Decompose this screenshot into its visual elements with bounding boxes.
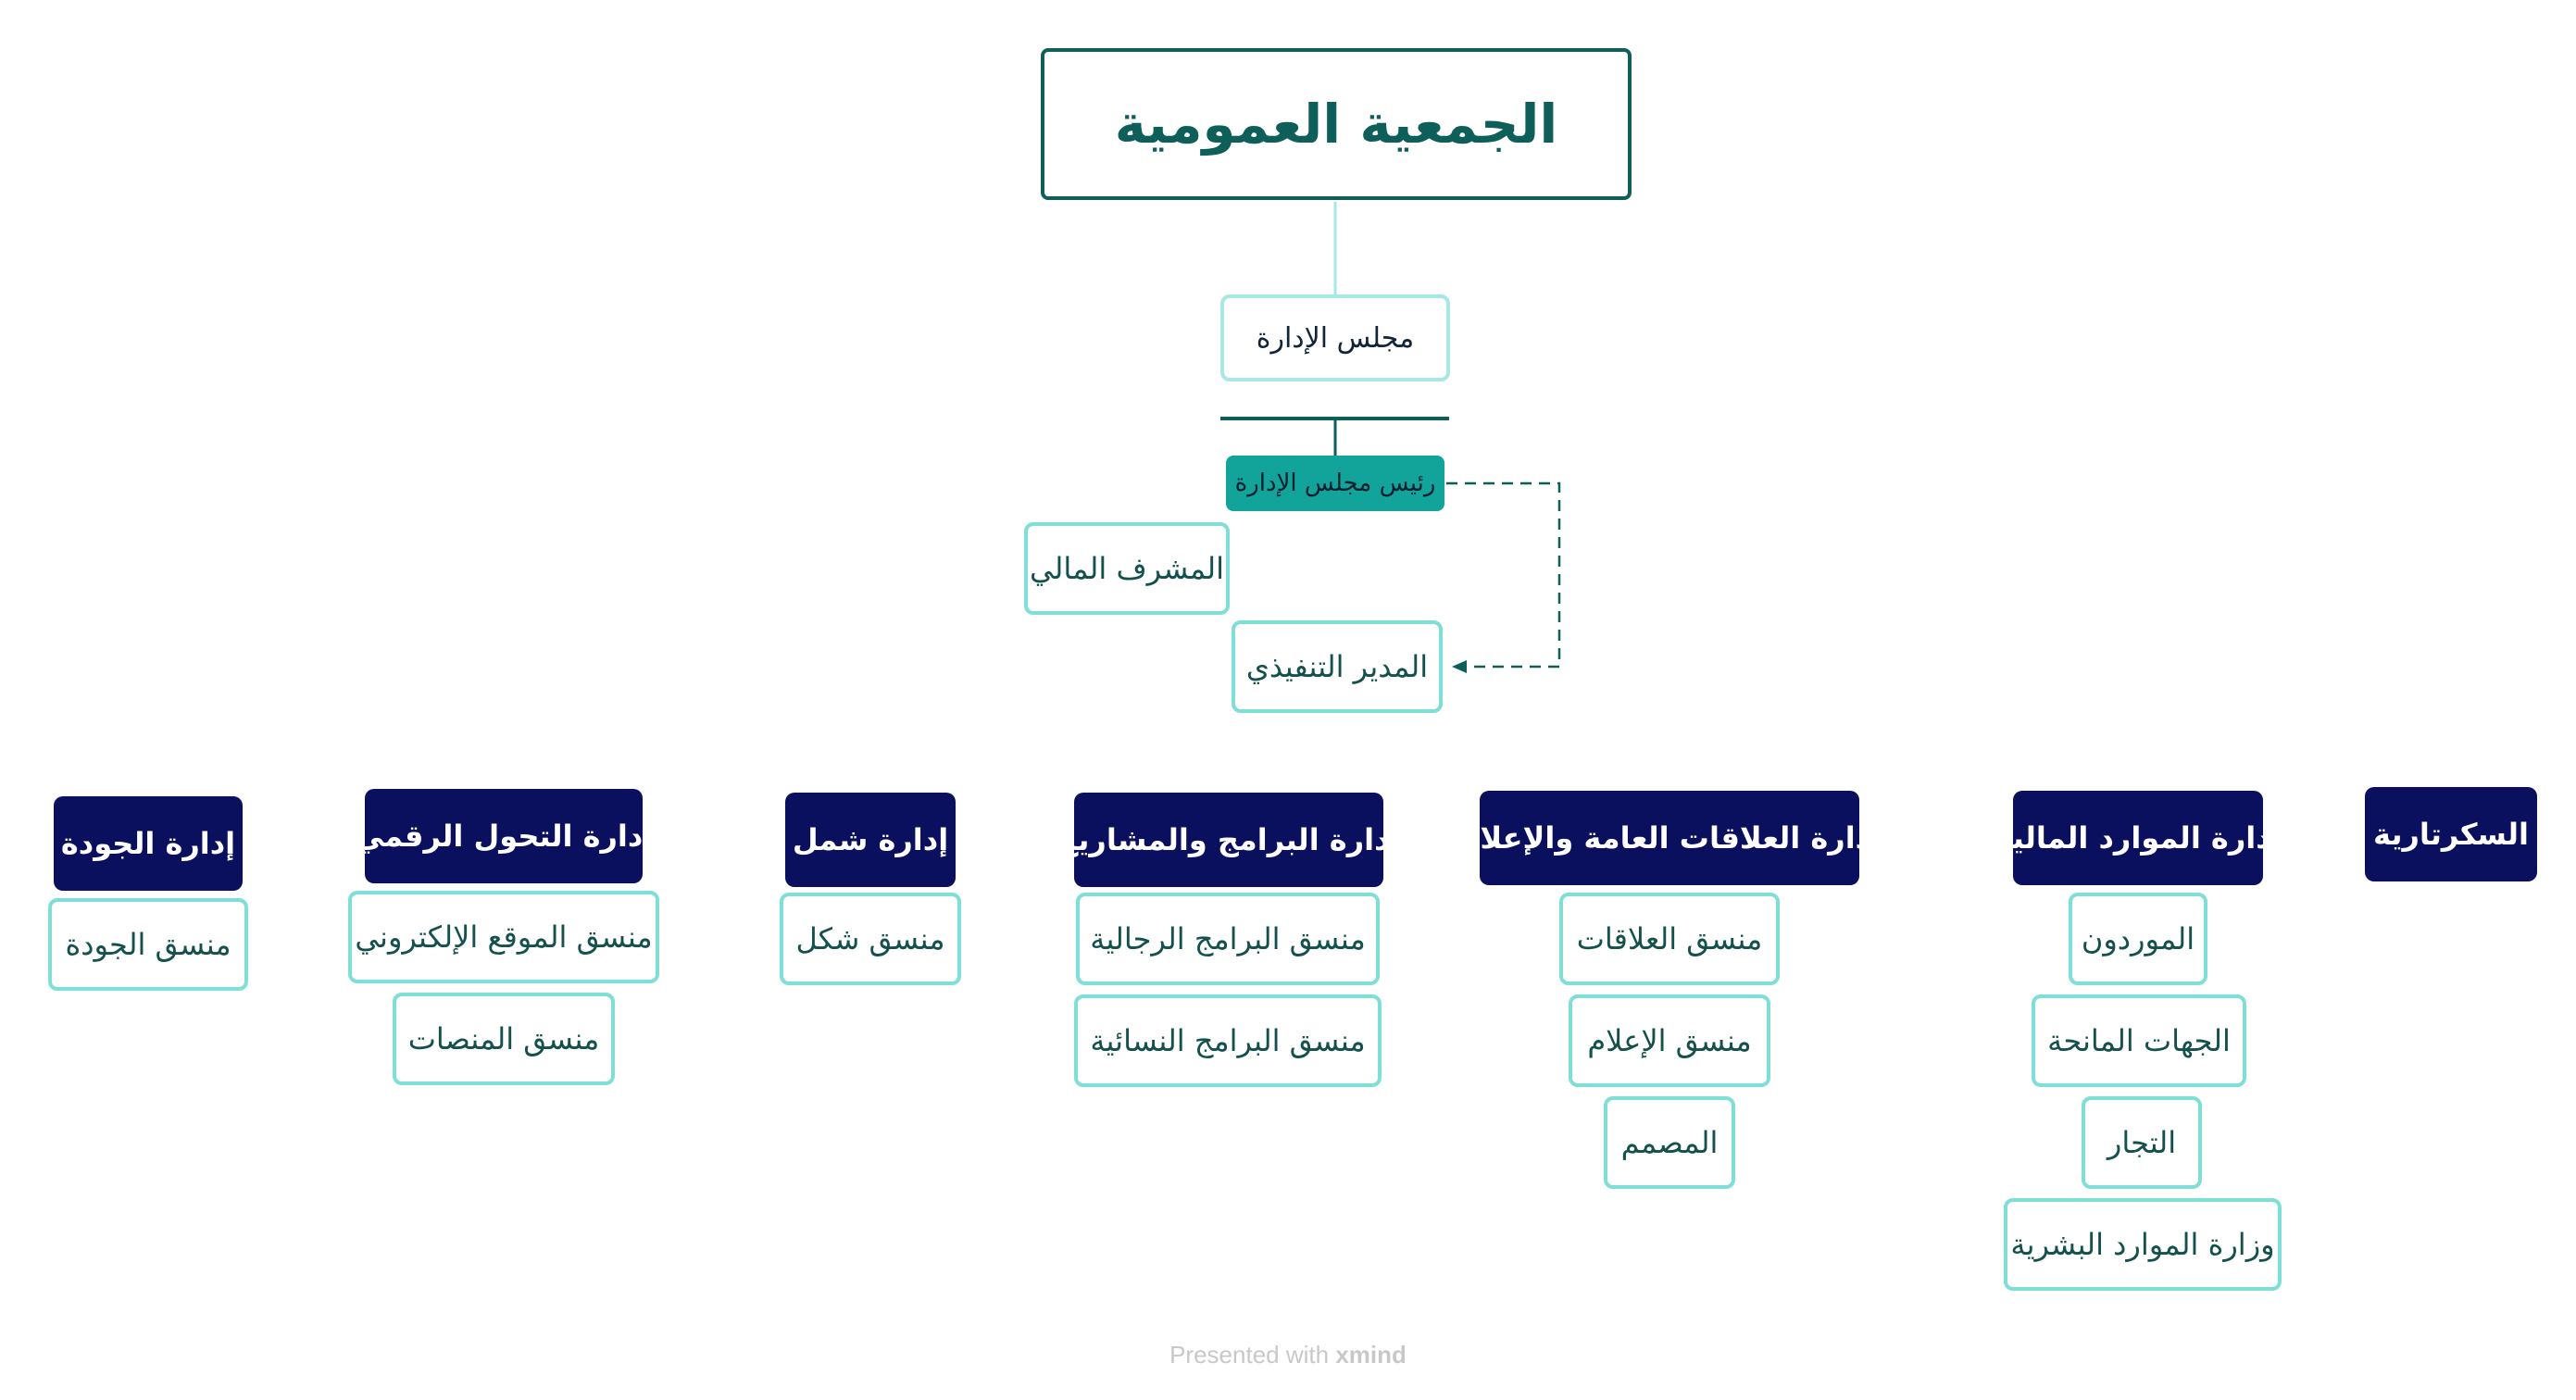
list-item-label: الموردون — [2081, 921, 2195, 956]
list-item-donors[interactable]: الجهات المانحة — [2032, 994, 2246, 1087]
dept-shamel[interactable]: إدارة شمل — [785, 793, 956, 887]
general-assembly-node[interactable]: الجمعية العمومية — [1041, 48, 1632, 200]
list-item-label: التجار — [2107, 1125, 2177, 1160]
dept-shamel-label: إدارة شمل — [792, 822, 949, 857]
board-chairman-node[interactable]: رئيس مجلس الإدارة — [1226, 456, 1444, 511]
list-item-label: منسق العلاقات — [1576, 921, 1763, 956]
list-item-platforms-coordinator[interactable]: منسق المنصات — [393, 993, 615, 1085]
finance-supervisor-node[interactable]: المشرف المالي — [1024, 522, 1230, 615]
connector-arrowhead — [1452, 660, 1467, 673]
dept-programs-projects-label: إدارة البرامج والمشاريع — [1057, 822, 1400, 857]
finance-supervisor-label: المشرف المالي — [1030, 551, 1224, 586]
list-item-merchants[interactable]: التجار — [2082, 1096, 2202, 1189]
list-item-label: منسق المنصات — [407, 1021, 600, 1056]
footer-prefix: Presented with — [1169, 1341, 1330, 1369]
dept-public-relations[interactable]: إدارة العلاقات العامة والإعلام — [1458, 791, 1881, 885]
board-of-directors-label: مجلس الإدارة — [1256, 321, 1415, 355]
board-of-directors-node[interactable]: مجلس الإدارة — [1220, 294, 1450, 381]
list-item-label: المصمم — [1620, 1125, 1719, 1160]
dept-digital-transformation-label: إدارة التحول الرقمي — [354, 819, 654, 854]
list-item-label: منسق الإعلام — [1587, 1023, 1752, 1058]
dept-programs-projects[interactable]: إدارة البرامج والمشاريع — [1058, 793, 1399, 887]
list-item-suppliers[interactable]: الموردون — [2069, 893, 2207, 985]
dept-secretariat[interactable]: السكرتارية — [2365, 787, 2537, 881]
chair-to-director-connector — [1446, 481, 1561, 669]
list-item-label: منسق البرامج النسائية — [1090, 1023, 1366, 1058]
executive-director-label: المدير التنفيذي — [1245, 649, 1429, 684]
list-item-label: منسق الجودة — [65, 927, 231, 962]
dept-financial-resources-label: إدارة الموارد المالية — [1995, 820, 2282, 856]
dept-financial-resources[interactable]: إدارة الموارد المالية — [1995, 791, 2282, 885]
executive-director-node[interactable]: المدير التنفيذي — [1232, 620, 1443, 713]
list-item-relations-coordinator[interactable]: منسق العلاقات — [1559, 893, 1780, 985]
list-item-designer[interactable]: المصمم — [1604, 1096, 1735, 1189]
dept-public-relations-label: إدارة العلاقات العامة والإعلام — [1457, 820, 1882, 856]
dept-quality-label: إدارة الجودة — [60, 826, 236, 861]
list-item-label: منسق البرامج الرجالية — [1090, 921, 1366, 956]
xmind-logo: xmind — [1335, 1341, 1407, 1369]
list-item-women-programs-coordinator[interactable]: منسق البرامج النسائية — [1074, 994, 1382, 1087]
dept-digital-transformation[interactable]: إدارة التحول الرقمي — [355, 789, 653, 883]
list-item-label: منسق شكل — [795, 921, 945, 956]
list-item-website-coordinator[interactable]: منسق الموقع الإلكتروني — [348, 891, 659, 983]
list-item-media-coordinator[interactable]: منسق الإعلام — [1569, 994, 1770, 1087]
list-item-quality-coordinator[interactable]: منسق الجودة — [48, 898, 248, 991]
list-item-label: وزارة الموارد البشرية — [2010, 1227, 2275, 1262]
dept-secretariat-label: السكرتارية — [2373, 817, 2529, 852]
list-item-label: منسق الموقع الإلكتروني — [355, 919, 653, 955]
list-item-men-programs-coordinator[interactable]: منسق البرامج الرجالية — [1076, 893, 1380, 985]
board-chairman-label: رئيس مجلس الإدارة — [1234, 469, 1436, 497]
list-item-shakl-coordinator[interactable]: منسق شكل — [780, 893, 961, 985]
dept-quality[interactable]: إدارة الجودة — [54, 796, 243, 891]
list-item-label: الجهات المانحة — [2047, 1023, 2231, 1058]
presented-with-footer: Presented with xmind — [0, 1341, 2576, 1369]
general-assembly-label: الجمعية العمومية — [1114, 93, 1558, 156]
list-item-hr-ministry[interactable]: وزارة الموارد البشرية — [2004, 1198, 2282, 1291]
